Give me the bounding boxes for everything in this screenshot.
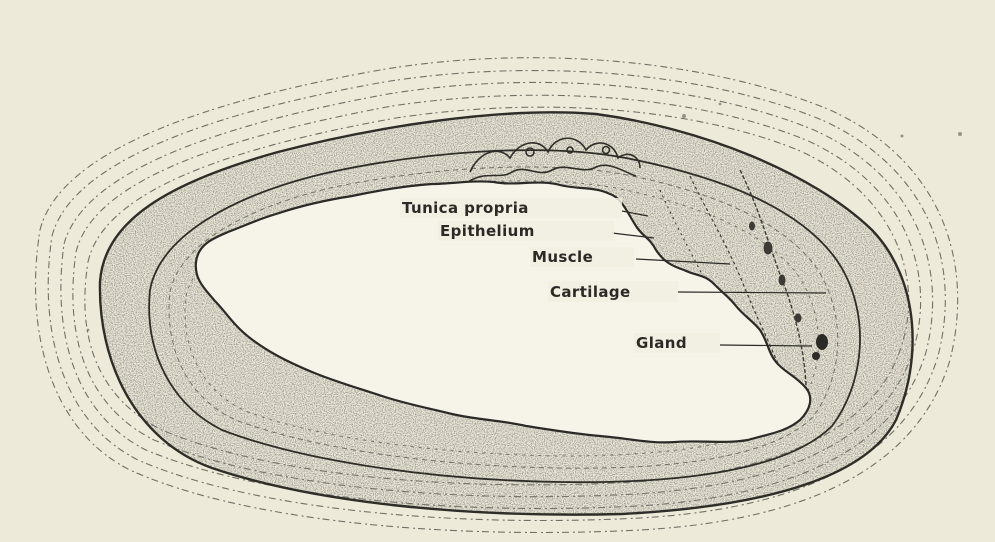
label-tunica-propria: Tunica propria [402,199,529,217]
label-epithelium: Epithelium [440,222,535,240]
label-gland: Gland [636,334,687,352]
label-cartilage: Cartilage [550,283,631,301]
label-muscle: Muscle [532,248,593,266]
